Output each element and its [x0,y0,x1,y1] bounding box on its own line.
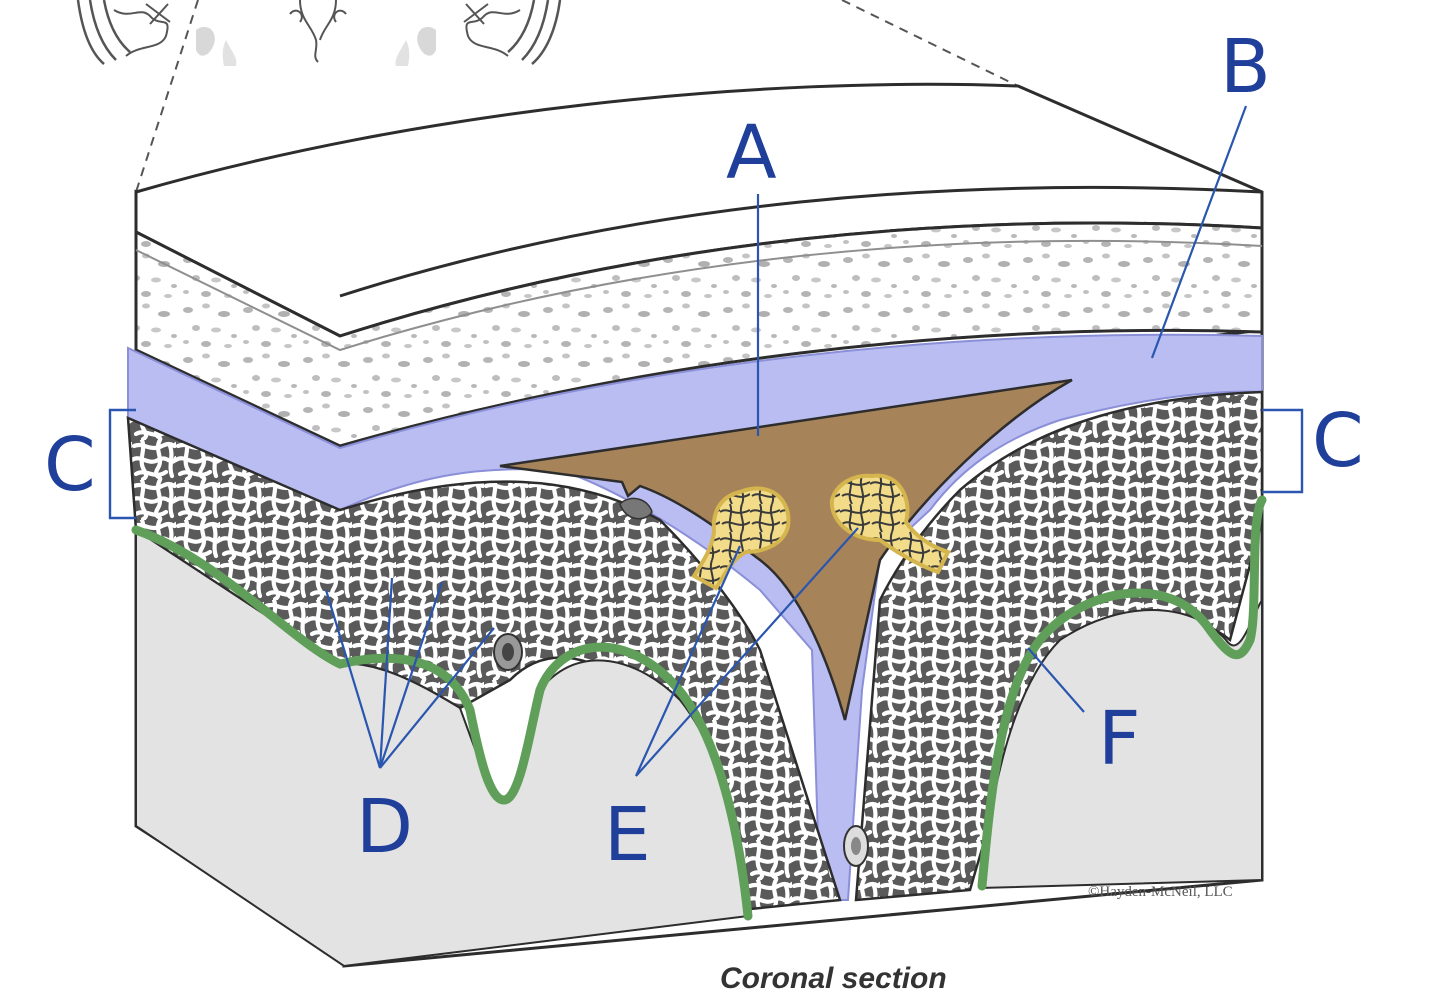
pointer-D-2 [378,577,394,769]
label-D: D [356,784,413,870]
label-pointers [108,105,1304,777]
brain-thumbnail [76,0,562,66]
label-A: A [726,110,777,196]
zoom-lines [135,0,1019,193]
pointer-F [1027,647,1085,713]
label-C-left: C [44,422,96,508]
pia-mater-left [131,525,753,921]
vessels [493,497,869,867]
scalp-edge [339,185,1263,298]
label-F: F [1098,696,1141,782]
pointer-D-3 [378,581,444,769]
pointer-E-2 [635,527,859,777]
skull-inner-table [135,239,1263,352]
bracket-C-left [108,408,136,520]
pointer-B [1150,105,1248,359]
arachnoid-granulation-right [829,473,951,575]
diagram-caption: Coronal section [720,962,947,995]
label-C-right: C [1312,398,1364,484]
label-E: E [604,792,651,878]
pia-mater-right [977,495,1267,891]
pointer-D-1 [324,589,382,769]
pointer-E-1 [634,545,742,777]
label-B: B [1220,24,1271,110]
skull-bone [134,221,1264,448]
copyright-notice: ©Hayden-McNeil, LLC [1088,884,1233,900]
superior-sagittal-sinus [499,378,1073,721]
pointer-D-4 [379,627,495,769]
bracket-C-right [1262,408,1304,494]
